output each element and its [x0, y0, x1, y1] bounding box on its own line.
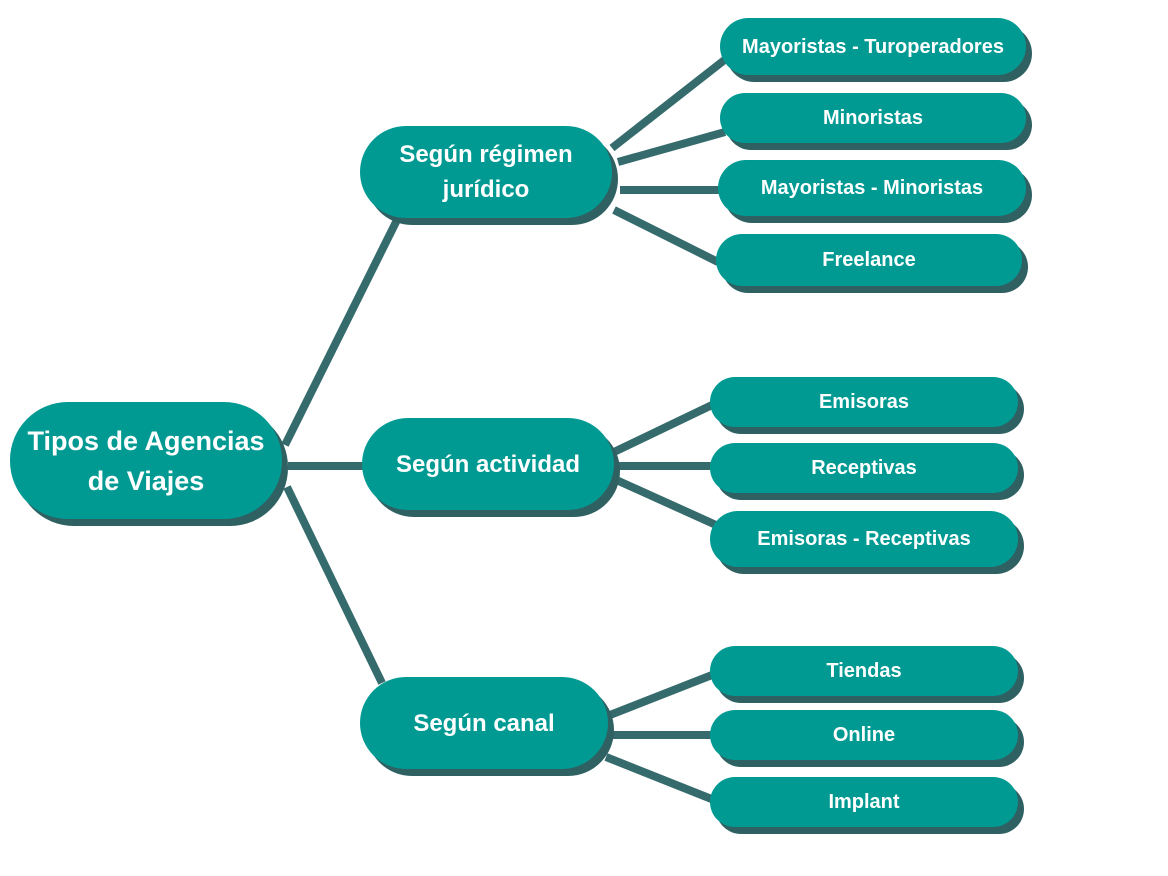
leaf-label: Emisoras - Receptivas: [757, 528, 971, 550]
leaf-node-online: Online: [710, 710, 1018, 760]
leaf-label: Emisoras: [818, 391, 910, 413]
leaf-node-mayoristas-turoperadores: Mayoristas - Turoperadores: [720, 18, 1026, 75]
connector-regimen-freelance: [612, 206, 720, 266]
branch-node-canal: Según canal: [360, 677, 608, 769]
connector-canal-tiendas: [608, 671, 714, 719]
connector-actividad-emisoras: [612, 401, 714, 456]
connector-root-regimen: [281, 216, 402, 447]
branch-node-actividad: Según actividad: [362, 418, 614, 510]
leaf-label: Freelance: [822, 249, 916, 271]
root-label: Tipos de Agencias de Viajes: [27, 425, 265, 496]
leaf-node-emisoras: Emisoras: [710, 377, 1018, 427]
leaf-node-implant: Implant: [710, 777, 1018, 827]
leaf-label: Receptivas: [811, 457, 917, 479]
connector-regimen-mayoristas-turoperadores: [609, 54, 730, 152]
branch-node-regimen: Según régimen jurídico: [360, 126, 612, 218]
leaf-label: Mayoristas - Turoperadores: [742, 35, 1004, 58]
leaf-node-mayoristas-minoristas: Mayoristas - Minoristas: [718, 160, 1026, 216]
connector-root-canal: [283, 485, 386, 685]
leaf-node-freelance: Freelance: [716, 234, 1022, 286]
branch-label: Según canal: [413, 709, 555, 737]
leaf-node-minoristas: Minoristas: [720, 93, 1026, 143]
leaf-label: Tiendas: [826, 660, 902, 682]
leaf-label: Implant: [828, 791, 900, 813]
leaf-node-receptivas: Receptivas: [710, 443, 1018, 493]
root-node: Tipos de Agencias de Viajes: [10, 402, 282, 519]
branch-label: Según actividad: [395, 450, 581, 478]
connector-regimen-minoristas: [616, 128, 727, 166]
branch-label: Según régimen jurídico: [399, 141, 573, 203]
leaf-node-emisoras-receptivas: Emisoras - Receptivas: [710, 511, 1018, 567]
leaf-label: Online: [832, 724, 896, 746]
connector-actividad-emisoras-receptivas: [610, 474, 718, 529]
leaf-label: Minoristas: [822, 107, 924, 129]
leaf-node-tiendas: Tiendas: [710, 646, 1018, 696]
leaf-label: Mayoristas - Minoristas: [760, 177, 984, 199]
connector-canal-implant: [604, 753, 716, 804]
